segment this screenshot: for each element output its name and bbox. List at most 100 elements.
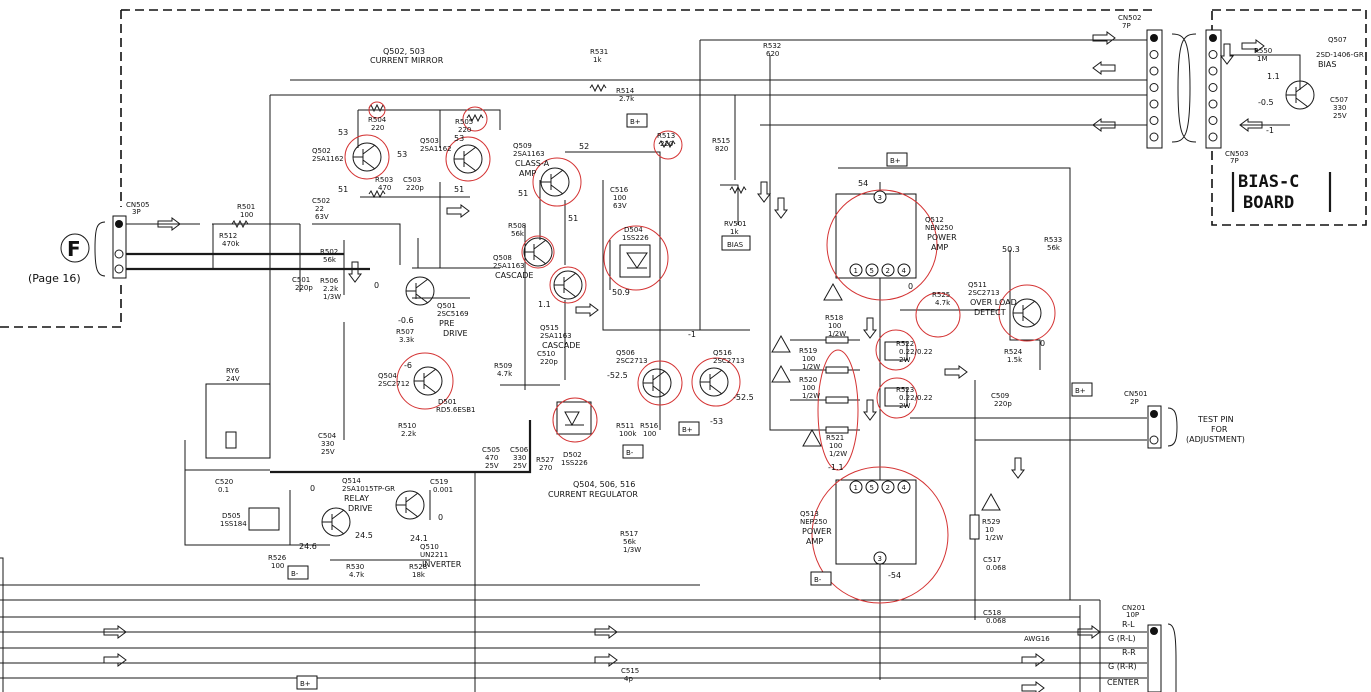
- transistor-part: 2SA1015TP-GR: [342, 485, 395, 493]
- transistor-q504: [413, 366, 443, 396]
- resistor-value: 100: [802, 384, 815, 392]
- power-tag-box: [287, 565, 309, 580]
- resistor-ref: R514: [616, 87, 635, 95]
- pin-number: 5: [870, 484, 874, 492]
- flow-arrow: [103, 653, 127, 667]
- resistor-ref: R509: [494, 362, 512, 370]
- cn503-pins: 7P: [1230, 157, 1239, 165]
- cn505-pins: 3P: [132, 208, 141, 216]
- resistor-value: 1.5k: [1007, 356, 1023, 364]
- voltage-label: 51: [338, 185, 348, 194]
- cn501-ref: CN501: [1124, 390, 1148, 398]
- transistor-role2: DRIVE: [443, 329, 468, 338]
- voltage-label: 53: [454, 134, 464, 143]
- voltage-label: 0: [908, 282, 913, 291]
- labels: CN502 7P CN503 7P CN505 3P CN501 2P CN20…: [28, 14, 1332, 687]
- transistor-q511: [1012, 298, 1042, 328]
- bias-board-brackets: [1231, 172, 1332, 212]
- resistor-ref: R524: [1004, 348, 1023, 356]
- transistor-role: POWER: [802, 527, 832, 536]
- transistor-role: CASCADE: [542, 341, 580, 350]
- power-tag: B+: [1075, 387, 1086, 395]
- transistor-q515: [553, 270, 583, 300]
- cn201-pins: 10P: [1126, 611, 1139, 619]
- flow-arrow: [1021, 681, 1045, 692]
- cn502-cable-bracket: [1171, 33, 1191, 143]
- capacitor-rating: 25V: [321, 448, 335, 456]
- transistor-role: POWER: [927, 233, 957, 242]
- capacitor-value: 220p: [406, 184, 424, 192]
- flow-arrow: [157, 217, 181, 231]
- q513-package: [835, 479, 917, 565]
- transistor-part: 2SA1163: [493, 262, 525, 270]
- resistor-rating: 1/3W: [623, 546, 641, 554]
- resistor-value: 100: [271, 562, 284, 570]
- signal-arrows: [103, 31, 1265, 692]
- power-tag: B+: [300, 680, 311, 688]
- power-tag: B-: [291, 570, 299, 578]
- transistor-role2: DETECT: [974, 308, 1006, 317]
- out-pin-center: CENTER: [1107, 678, 1140, 687]
- resistor-value: 10: [985, 526, 994, 534]
- test-pin-line2: FOR: [1211, 425, 1228, 434]
- voltage-label: -1.1: [828, 463, 844, 472]
- capacitor-ref: C507: [1330, 96, 1348, 104]
- voltage-label: 0: [310, 484, 315, 493]
- transistor-q502: [352, 142, 382, 172]
- capacitor-ref: C503: [403, 176, 421, 184]
- pin-number: 4: [902, 484, 907, 492]
- voltage-label: -0.5: [1258, 98, 1274, 107]
- capacitor-ref: C505: [482, 446, 500, 454]
- cn503-cable-bracket: [1177, 33, 1197, 143]
- capacitor-ref: C517: [983, 556, 1001, 564]
- resistor-symbol: [231, 219, 249, 229]
- diode-part: 1SS226: [561, 459, 588, 467]
- cn503-pin: [1208, 66, 1218, 76]
- resistor-ref: R521: [826, 434, 844, 442]
- capacitor-ref: C520: [215, 478, 233, 486]
- cn503-connector: [1205, 29, 1222, 149]
- cn201-ref: CN201: [1122, 604, 1146, 612]
- transistor-part: 2SA1162: [420, 145, 452, 153]
- relay-coil: [225, 431, 237, 449]
- cn503-pin: [1208, 50, 1218, 59]
- trimmer-tag: BIAS: [727, 241, 744, 249]
- pin-number: 5: [870, 267, 874, 275]
- transistor-role2: DRIVE: [348, 504, 373, 513]
- resistor-value: 220: [371, 124, 384, 132]
- resistor-value: 270: [539, 464, 552, 472]
- transistor-q506: [642, 368, 672, 398]
- diode-ref: D504: [624, 226, 643, 234]
- voltage-label: 53: [338, 128, 348, 137]
- cn503-ref: CN503: [1225, 150, 1249, 158]
- voltage-label: -52.5: [607, 371, 628, 380]
- transistor-ref: Q503: [420, 137, 439, 145]
- transistor-role2: AMP: [519, 169, 536, 178]
- voltage-label: 0: [438, 513, 443, 522]
- transistor-role: BIAS: [1318, 60, 1336, 69]
- resistor-value: 220: [660, 140, 673, 148]
- voltage-label: -0.6: [398, 316, 414, 325]
- component-decor: [231, 83, 1001, 540]
- flow-arrow: [863, 317, 877, 339]
- capacitor-value: 100: [613, 194, 626, 202]
- voltage-label: 24.6: [299, 542, 317, 551]
- current-regulator-label: CURRENT REGULATOR: [548, 490, 638, 499]
- d505-box: [248, 507, 280, 531]
- relay-ref: RY6: [226, 367, 240, 375]
- resistor-value: 18k: [412, 571, 426, 579]
- out-pin-grl: G (R-L): [1108, 634, 1136, 643]
- transistor-q510: [395, 490, 425, 520]
- cn503-pin: [1208, 116, 1218, 125]
- power-tag: B+: [890, 157, 901, 165]
- capacitor-rating: 63V: [315, 213, 329, 221]
- transistor-q508: [523, 237, 553, 267]
- cn502-pin: [1149, 66, 1159, 76]
- resistor-ref: R501: [237, 203, 255, 211]
- resistor-value: 3.3k: [399, 336, 415, 344]
- current-regulator-ref: Q504, 506, 516: [573, 480, 635, 489]
- resistor-value: 0.22/0.22: [899, 394, 933, 402]
- resistor-ref: R508: [508, 222, 526, 230]
